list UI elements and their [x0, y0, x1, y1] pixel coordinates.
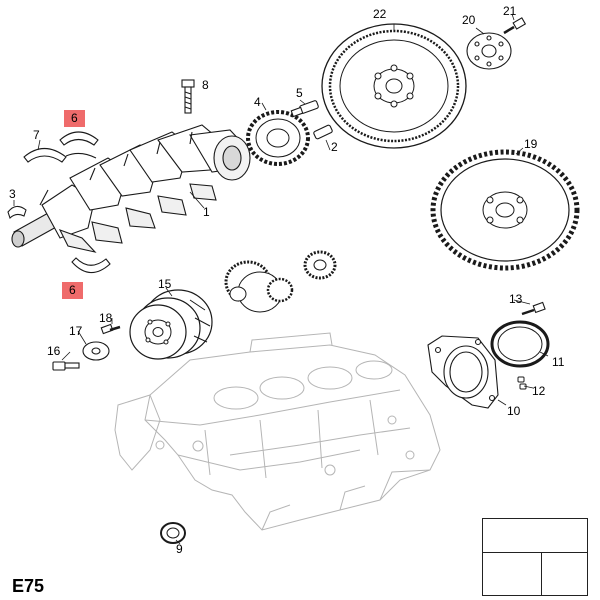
washer-17 — [82, 341, 110, 361]
callout-2: 2 — [331, 140, 338, 154]
sprocket-4 — [246, 110, 310, 166]
seal-carrier-10 — [427, 335, 499, 409]
callout-13: 13 — [509, 292, 523, 306]
leader-lines — [13, 13, 549, 545]
callout-20: 20 — [462, 13, 476, 27]
legend-divider-horizontal — [483, 552, 587, 553]
dowel-pins-12 — [517, 376, 527, 390]
dowel-pin-2 — [313, 124, 333, 140]
legend-divider-vertical — [541, 552, 542, 595]
callout-9: 9 — [176, 542, 183, 556]
callout-6-lower: 6 — [62, 282, 83, 299]
bolt-18 — [100, 323, 121, 335]
callout-1: 1 — [203, 205, 210, 219]
callout-19: 19 — [524, 137, 538, 151]
callout-10: 10 — [507, 404, 521, 418]
callout-8: 8 — [202, 78, 209, 92]
callout-21: 21 — [503, 4, 517, 18]
callout-5: 5 — [296, 86, 303, 100]
bearing-shells — [23, 131, 111, 274]
seal-ring-9 — [160, 522, 186, 544]
crankshaft — [11, 124, 251, 253]
callout-17: 17 — [69, 324, 83, 338]
callout-6-upper: 6 — [64, 110, 85, 127]
callout-18: 18 — [99, 311, 113, 325]
flywheel-19 — [430, 149, 580, 271]
bolt-16 — [52, 361, 80, 371]
callout-3: 3 — [9, 187, 16, 201]
dual-mass-flywheel — [321, 23, 467, 149]
crankshaft-pulley — [129, 289, 213, 360]
pressure-plate-20 — [466, 32, 512, 70]
screw-5 — [290, 100, 319, 118]
callout-15: 15 — [158, 277, 172, 291]
engine-block — [114, 332, 441, 531]
callout-7: 7 — [33, 128, 40, 142]
callout-4: 4 — [254, 95, 261, 109]
bolt-13 — [521, 301, 546, 316]
gear-assembly — [224, 260, 294, 313]
callout-22: 22 — [373, 7, 387, 21]
gear-small — [303, 250, 337, 280]
bolt-21 — [503, 17, 527, 35]
callout-11: 11 — [552, 355, 565, 369]
bolt-8 — [181, 79, 195, 114]
thrust-washer — [7, 205, 27, 220]
callout-12: 12 — [532, 384, 546, 398]
legend-box — [482, 518, 588, 596]
seal-ring-11 — [490, 320, 550, 368]
callout-16: 16 — [47, 344, 61, 358]
page-code: E75 — [12, 576, 45, 596]
